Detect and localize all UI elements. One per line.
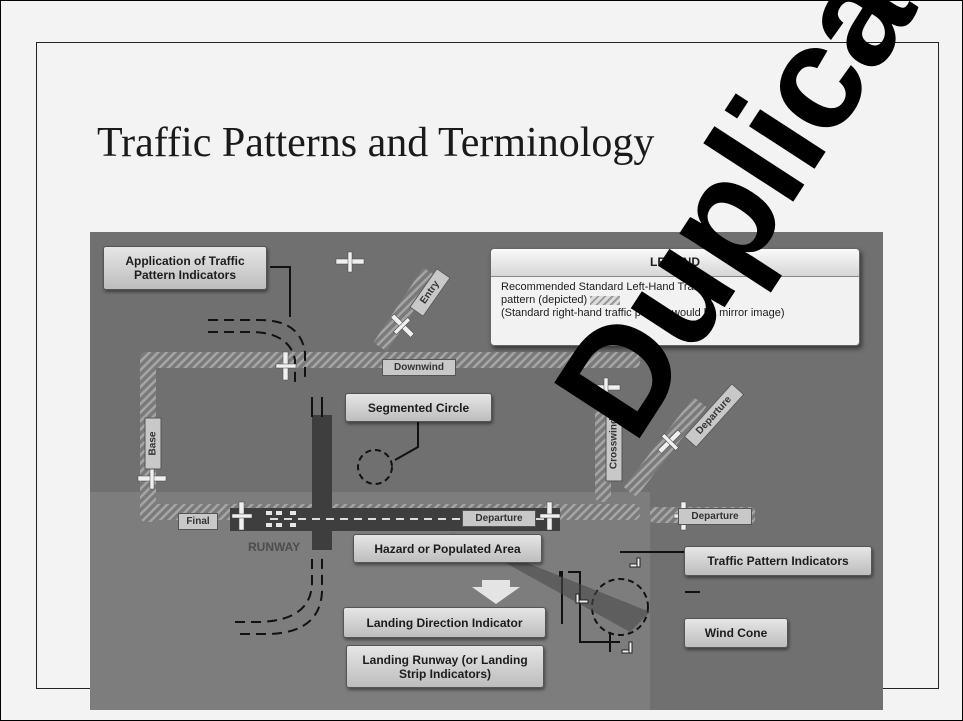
aircraft-entry [390,313,415,338]
segment-label-base: Base [144,417,162,470]
segmented-circle-large [591,578,649,636]
legend-body: Recommended Standard Left-Hand Traffic p… [491,277,859,324]
segment-label-downwind: Downwind [382,359,456,376]
callout-landing-runway: Landing Runway (or Landing Strip Indicat… [346,645,544,688]
aircraft-base [137,468,167,490]
legend-line-3: (Standard right-hand traffic pattern wou… [501,307,785,319]
segmented-circle-graphic [357,449,393,485]
aircraft-crosswind [591,377,621,399]
segment-label-departure-right: Departure [678,508,752,525]
aircraft-downwind [275,351,297,381]
callout-application-of-traffic-pattern-indicators: Application of Traffic Pattern Indicator… [103,246,267,290]
legend-panel: LEGEND Recommended Standard Left-Hand Tr… [490,248,860,346]
segment-label-crosswind: Crosswind [605,405,623,482]
down-arrow [472,580,520,604]
callout-landing-direction-indicator: Landing Direction Indicator [343,607,546,638]
runway-label: RUNWAY [248,540,301,554]
callout-segmented-circle: Segmented Circle [345,393,492,422]
aircraft-final [231,501,253,531]
entry-leg [373,267,437,352]
legend-heading: LEGEND [491,249,859,277]
indicator-glyphs [575,557,641,654]
aircraft-departure [539,501,561,531]
legend-line-1: Recommended Standard Left-Hand Traffic [501,281,708,293]
segment-label-final: Final [178,513,218,530]
traffic-pattern-diagram: Application of Traffic Pattern Indicator… [90,232,883,710]
callout-hazard-or-populated-area: Hazard or Populated Area [353,534,542,563]
callout-wind-cone: Wind Cone [684,618,788,648]
threshold-markings [266,511,296,527]
aircraft-departure-diagonal [657,429,682,454]
slide-title: Traffic Patterns and Terminology [97,120,655,166]
aircraft-top [335,251,365,273]
callout-traffic-pattern-indicators: Traffic Pattern Indicators [684,546,872,576]
legend-line-2: pattern (depicted) [501,294,588,306]
approach-arrows [208,319,323,635]
legend-hatch-swatch [590,295,621,305]
legend-line-2-row: pattern (depicted) [501,294,849,307]
segment-label-departure-runway: Departure [462,510,536,527]
